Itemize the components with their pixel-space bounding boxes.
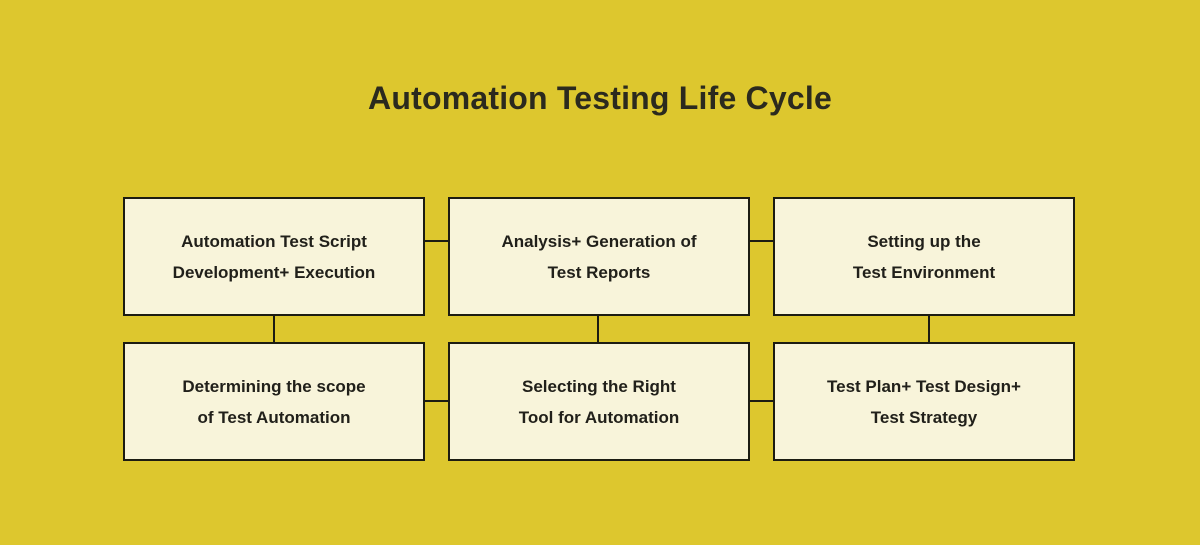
page-title: Automation Testing Life Cycle [368,80,832,116]
node-label-line: Tool for Automation [518,407,680,427]
connector-vertical-right [928,316,930,342]
node-label-line: Selecting the Right [522,376,676,396]
node-label-line: Test Strategy [870,407,978,427]
connector-top-left-mid [425,240,448,242]
node-test-plan-test-design-test-strategy: Test Plan+ Test Design+ Test Strategy [773,342,1075,461]
node-label-line: Analysis+ Generation of [501,231,697,251]
connector-bottom-mid-right [748,400,773,402]
node-label-line: Automation Test Script [181,231,367,251]
node-label-line: Test Environment [852,262,996,282]
node-analysis-generation-of-test-reports: Analysis+ Generation of Test Reports [448,197,750,316]
connector-top-mid-right [748,240,773,242]
node-label-line: Development+ Execution [172,262,376,282]
node-selecting-the-right-tool-for-automation: Selecting the Right Tool for Automation [448,342,750,461]
node-label-line: of Test Automation [197,407,351,427]
connector-bottom-left-mid [425,400,448,402]
node-label-line: Determining the scope [182,376,366,396]
node-determining-the-scope-of-test-automation: Determining the scope of Test Automation [123,342,425,461]
node-setting-up-the-test-environment: Setting up the Test Environment [773,197,1075,316]
connector-vertical-left [273,316,275,342]
node-automation-test-script-development-execution: Automation Test Script Development+ Exec… [123,197,425,316]
node-label-line: Setting up the [867,231,981,251]
node-label-line: Test Plan+ Test Design+ [827,376,1021,396]
node-label-line: Test Reports [547,262,651,282]
connector-vertical-middle [597,316,599,342]
